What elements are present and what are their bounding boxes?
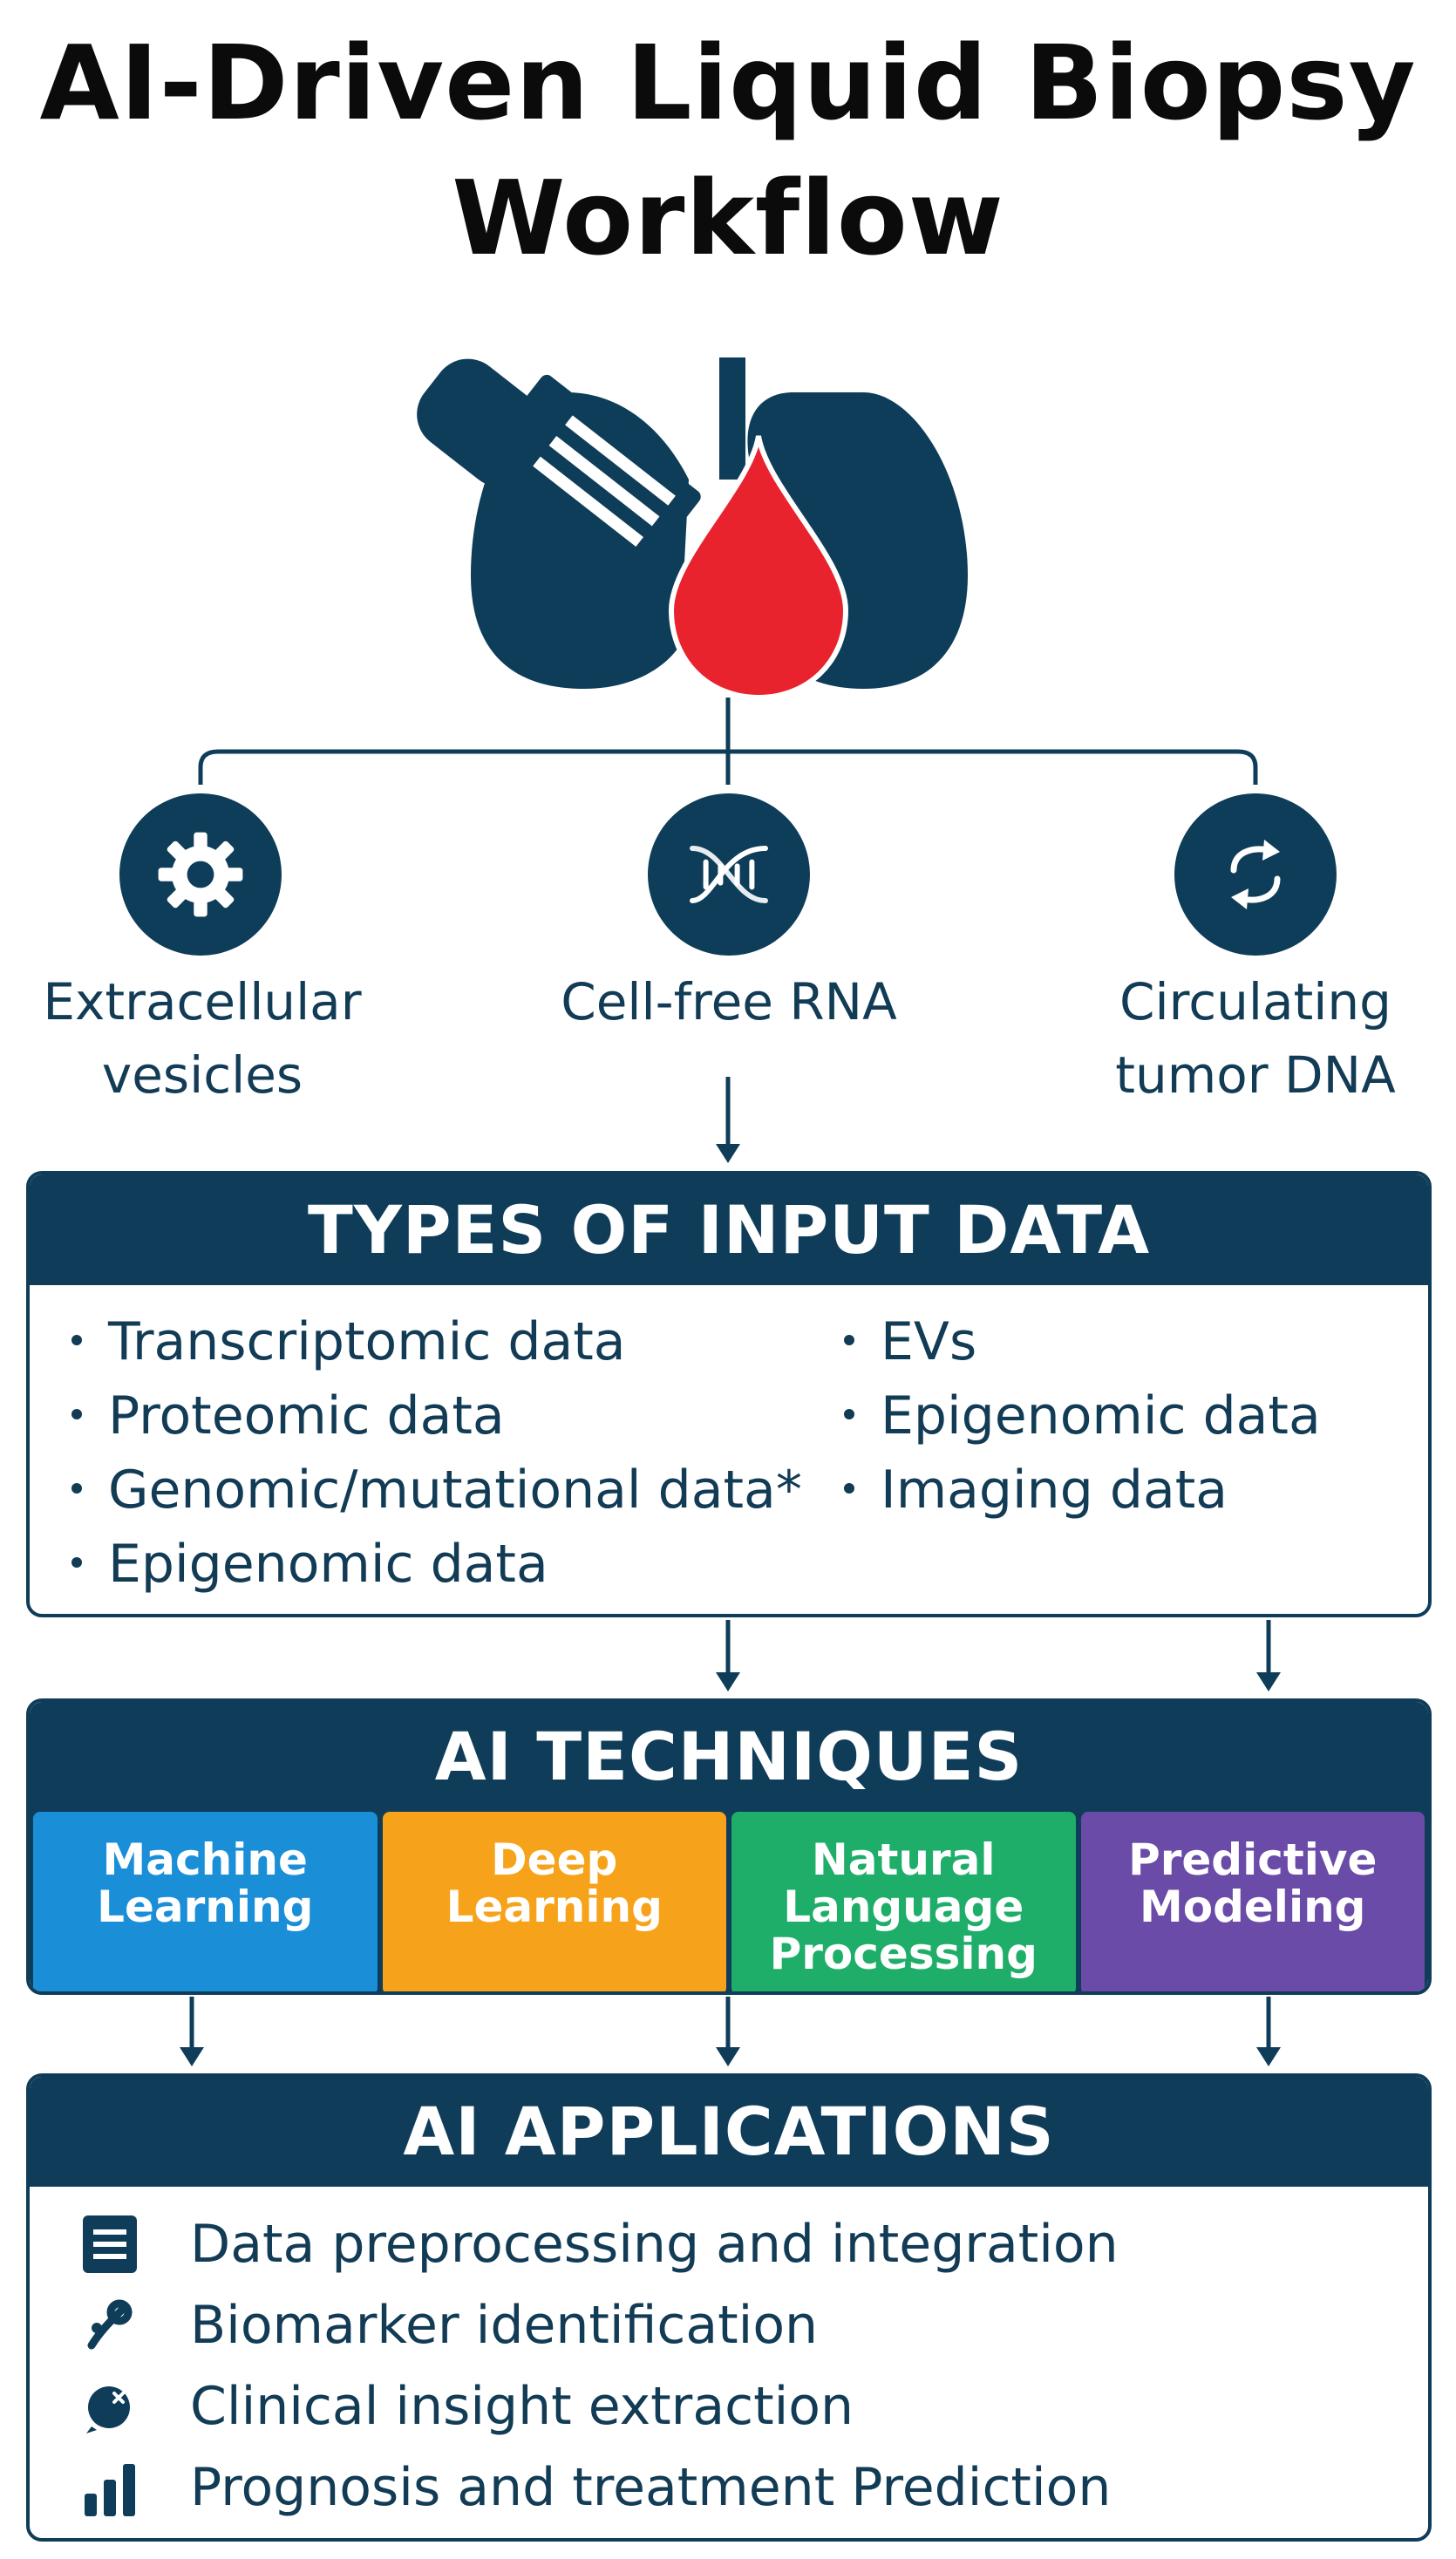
list-item: Epigenomic data [71, 1528, 802, 1602]
list-item: Genomic/mutational data* [71, 1453, 802, 1528]
application-list: Data preprocessing and integration Bioma… [78, 2203, 1119, 2528]
list-item: Biomarker identification [78, 2284, 1119, 2365]
list-item: Proteomic data [71, 1379, 802, 1453]
list-item: Clinical insight extraction [78, 2365, 1119, 2447]
cycle-arrows-icon [1174, 793, 1337, 956]
blood-drop-icon [668, 435, 849, 701]
ai-applications-panel: AI APPLICATIONS Data preprocessing and i… [26, 2073, 1432, 2542]
biomarker-icon [78, 2294, 141, 2357]
list-item: Prognosis and treatment Prediction [78, 2447, 1119, 2528]
document-icon [78, 2213, 141, 2276]
input-data-panel: TYPES OF INPUT DATA Transcriptomic data … [26, 1171, 1432, 1617]
test-tube-icon [417, 358, 701, 575]
list-item: Imaging data [844, 1453, 1321, 1528]
ai-applications-heading: AI APPLICATIONS [30, 2077, 1428, 2187]
source-label-cell-free-rna: Cell-free RNA [561, 972, 897, 1031]
insight-icon [78, 2375, 141, 2438]
list-item: Transcriptomic data [71, 1305, 802, 1379]
page-title: AI-Driven Liquid Biopsy Workflow [39, 23, 1417, 278]
technique-cards: Machine Learning Deep Learning Natural L… [30, 1812, 1428, 1991]
bar-chart-icon [78, 2456, 141, 2519]
ai-techniques-heading: AI TECHNIQUES [30, 1702, 1428, 1812]
input-data-left-list: Transcriptomic data Proteomic data Genom… [71, 1305, 802, 1602]
technique-machine-learning: Machine Learning [33, 1812, 378, 1991]
lungs-blood-illustration [417, 357, 968, 701]
list-item: EVs [844, 1305, 1321, 1379]
technique-natural-language-processing: Natural Language Processing [731, 1812, 1076, 1991]
ai-techniques-panel: AI TECHNIQUES Machine Learning Deep Lear… [26, 1698, 1432, 1995]
gear-icon [119, 793, 282, 956]
list-item: Data preprocessing and integration [78, 2203, 1119, 2284]
dna-icon [648, 793, 810, 956]
technique-deep-learning: Deep Learning [382, 1812, 726, 1991]
technique-predictive-modeling: Predictive Modeling [1080, 1812, 1425, 1991]
list-item: Epigenomic data [844, 1379, 1321, 1453]
input-data-heading: TYPES OF INPUT DATA [30, 1174, 1428, 1285]
input-data-right-list: EVs Epigenomic data Imaging data [844, 1305, 1321, 1528]
